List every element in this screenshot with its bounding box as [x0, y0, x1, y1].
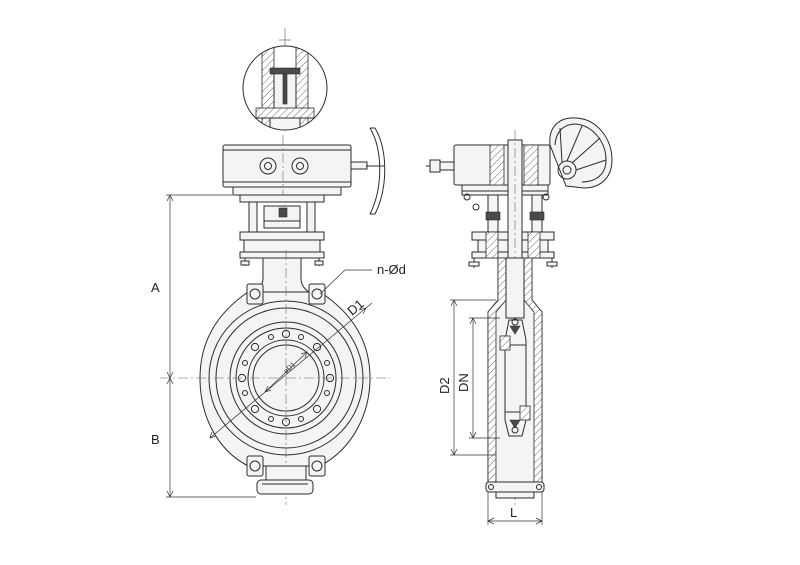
dimensions-side — [450, 299, 543, 525]
gearbox-side — [426, 144, 551, 211]
side-view: D2 DN L — [426, 117, 613, 525]
label-dn: DN — [456, 373, 471, 392]
bottom-boss-front — [256, 465, 314, 495]
bracket-front — [239, 194, 325, 266]
label-bolt-holes: n-Ød — [377, 262, 406, 277]
valve-body-front — [160, 250, 390, 505]
front-view: A B D1 n-Ød øD1 — [151, 127, 406, 505]
label-a: A — [151, 280, 160, 295]
label-b: B — [151, 432, 160, 447]
stem-detail-view — [242, 28, 328, 131]
handwheel-front — [350, 127, 386, 215]
label-d1: D1 — [344, 296, 366, 318]
valve-body-side — [485, 257, 545, 499]
label-d2: D2 — [437, 377, 452, 394]
handwheel-side — [549, 117, 613, 189]
gearbox-front — [222, 135, 352, 200]
dimensions-front — [166, 194, 373, 498]
label-l: L — [510, 505, 517, 520]
